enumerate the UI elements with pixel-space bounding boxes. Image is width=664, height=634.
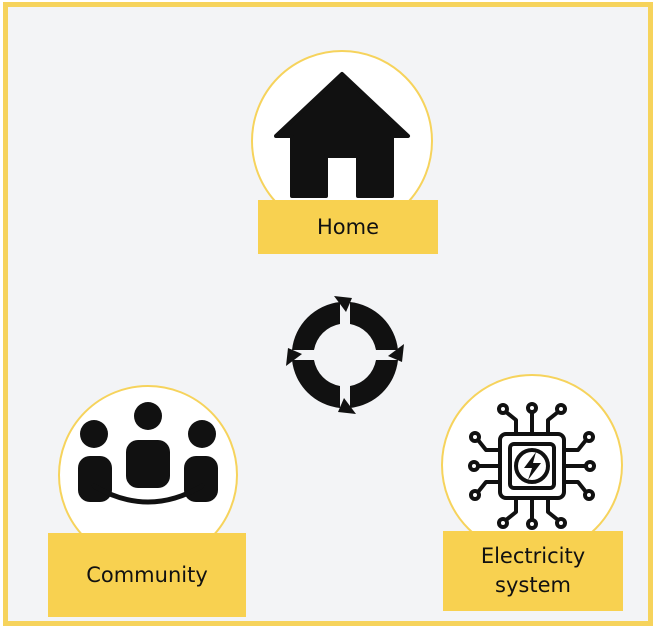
community-label-text: Community xyxy=(86,562,208,587)
community-label: Community xyxy=(48,533,246,617)
people-group-icon xyxy=(78,402,218,505)
cycle-arrows-icon xyxy=(286,296,404,414)
circuit-bolt-icon xyxy=(468,402,596,530)
electricity-label-line2: system xyxy=(495,573,571,597)
home-label-text: Home xyxy=(316,214,379,239)
home-label: Home xyxy=(258,200,438,254)
electricity-label-line1: Electricity xyxy=(480,544,586,568)
house-icon xyxy=(274,72,410,198)
electricity-label: Electricity system xyxy=(443,531,623,611)
